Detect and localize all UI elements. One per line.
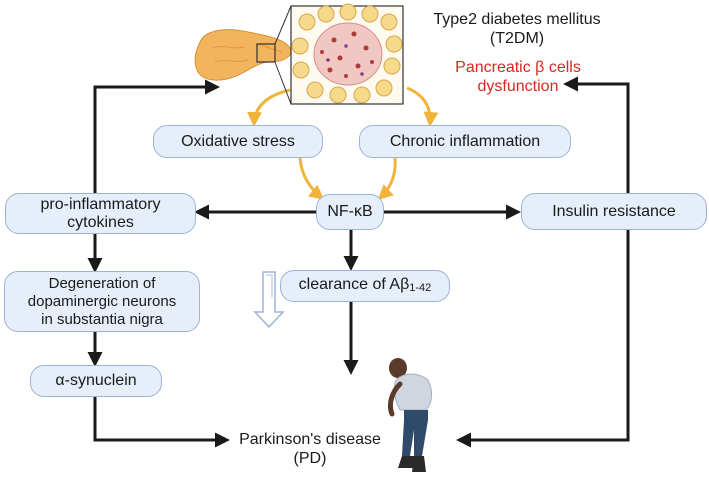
clearance-box: clearance of Aβ1-42 [280, 270, 450, 302]
cytokines-line2: cytokines [67, 213, 134, 231]
proinflammatory-cytokines-box: pro-inflammatory cytokines [5, 193, 196, 234]
arrow-insulin-to-pd [456, 230, 630, 448]
nfkb-label: NF-κB [327, 203, 373, 220]
clearance-subscript: 1-42 [409, 281, 432, 294]
outcome-line2: (PD) [293, 450, 327, 467]
clearance-label: clearance of Aβ1-42 [299, 276, 432, 297]
arrow-insulin-to-betacells [563, 76, 630, 193]
arrow-to-inflammation [406, 86, 439, 127]
subtitle-line2: dysfunction [477, 78, 559, 95]
chronic-inflammation-box: Chronic inflammation [359, 125, 571, 158]
arrow-synuclein-to-pd [93, 397, 230, 448]
insulin-resistance-label: Insulin resistance [552, 202, 676, 220]
subtitle: Pancreatic β cells dysfunction [418, 58, 618, 96]
cytokines-line1: pro-inflammatory [40, 195, 161, 213]
title-line1: Type2 diabetes mellitus [433, 11, 601, 28]
oxidative-stress-label: Oxidative stress [181, 132, 295, 150]
parkinsons-outcome: Parkinson's disease (PD) [220, 430, 400, 468]
arrow-inflammation-to-nfkb [377, 157, 397, 201]
alpha-synuclein-box: α-synuclein [30, 365, 162, 397]
arrow-cytokines-to-pancreas [93, 79, 220, 193]
degeneration-line2: dopaminergic neurons [27, 292, 177, 310]
decrease-arrow-icon [253, 271, 285, 329]
title: Type2 diabetes mellitus (T2DM) [403, 10, 631, 48]
degeneration-line3: in substantia nigra [41, 310, 163, 328]
outcome-line1: Parkinson's disease [239, 431, 381, 448]
nfkb-box: NF-κB [316, 194, 384, 230]
title-line2: (T2DM) [489, 30, 545, 47]
clearance-prefix: clearance of Aβ [298, 275, 410, 293]
arrow-to-oxidative [246, 88, 291, 127]
degeneration-line1: Degeneration of [48, 274, 156, 292]
subtitle-line1: Pancreatic β cells [455, 59, 581, 76]
arrow-oxidative-to-nfkb [298, 157, 325, 200]
chronic-inflammation-label: Chronic inflammation [389, 132, 541, 150]
alpha-synuclein-label: α-synuclein [55, 372, 137, 389]
insulin-resistance-box: Insulin resistance [521, 193, 707, 230]
degeneration-box: Degeneration of dopaminergic neurons in … [4, 271, 200, 332]
oxidative-stress-box: Oxidative stress [153, 125, 323, 158]
